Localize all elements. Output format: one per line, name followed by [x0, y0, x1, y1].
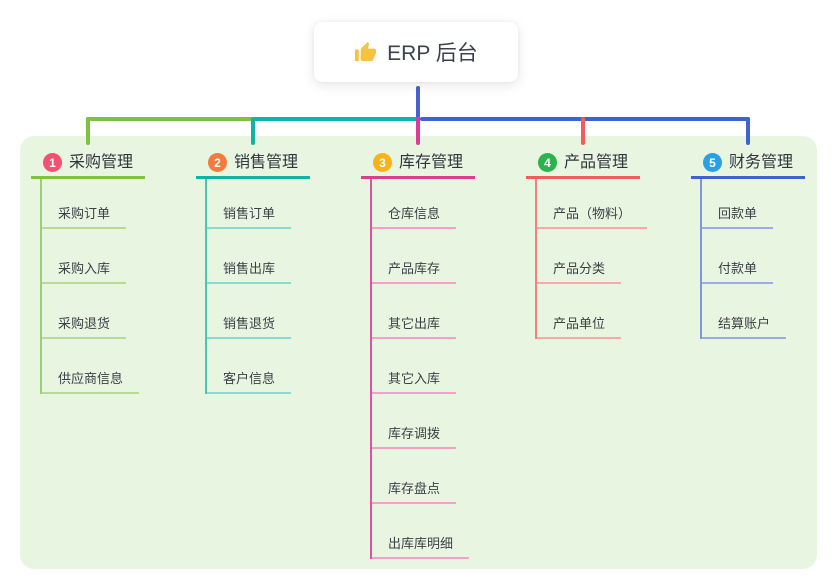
child-node-row: 结算账户 — [702, 284, 805, 339]
child-node-row: 出库库明细 — [372, 504, 475, 559]
child-node-row: 采购退货 — [42, 284, 145, 339]
child-node[interactable]: 其它出库 — [372, 317, 457, 339]
child-node[interactable]: 其它入库 — [372, 372, 457, 394]
branch-node[interactable]: 5 财务管理 — [691, 136, 805, 179]
child-node[interactable]: 回款单 — [702, 207, 774, 229]
child-node[interactable]: 结算账户 — [702, 317, 787, 339]
branch-node[interactable]: 3 库存管理 — [361, 136, 475, 179]
branch-node[interactable]: 2 销售管理 — [196, 136, 310, 179]
child-node[interactable]: 客户信息 — [207, 372, 292, 394]
branch-column: 4 产品管理 产品（物料） 产品分类 产品单位 — [526, 136, 648, 339]
branch-drop-line — [581, 117, 585, 145]
branch-number-badge: 5 — [702, 153, 722, 172]
branch-column: 5 财务管理 回款单 付款单 结算账户 — [691, 136, 805, 339]
child-node-row: 供应商信息 — [42, 339, 145, 394]
child-node-row: 回款单 — [702, 179, 805, 229]
child-node[interactable]: 产品单位 — [537, 317, 622, 339]
child-node-row: 付款单 — [702, 229, 805, 284]
child-node-row: 其它入库 — [372, 339, 475, 394]
child-node[interactable]: 产品分类 — [537, 262, 622, 284]
thumbs-up-icon — [354, 41, 377, 64]
trunk-left-line — [86, 117, 253, 121]
branch-children: 回款单 付款单 结算账户 — [700, 179, 805, 339]
branch-label: 采购管理 — [68, 154, 133, 171]
root-stem-line — [416, 86, 420, 121]
child-node[interactable]: 库存调拨 — [372, 427, 457, 449]
child-node[interactable]: 采购退货 — [42, 317, 127, 339]
child-node[interactable]: 销售出库 — [207, 262, 292, 284]
child-node-row: 销售退货 — [207, 284, 310, 339]
branch-label: 销售管理 — [233, 154, 298, 171]
child-node-row: 产品分类 — [537, 229, 640, 284]
child-node[interactable]: 出库库明细 — [372, 537, 470, 559]
child-node[interactable]: 销售订单 — [207, 207, 292, 229]
child-node-row: 其它出库 — [372, 284, 475, 339]
branch-label: 库存管理 — [398, 154, 463, 171]
branch-children: 仓库信息 产品库存 其它出库 其它入库 库存调拨 库存盘点 出库库明细 — [370, 179, 475, 559]
child-node-row: 销售出库 — [207, 229, 310, 284]
branch-column: 1 采购管理 采购订单 采购入库 采购退货 供应商信息 — [31, 136, 145, 394]
child-node-row: 产品（物料） — [537, 179, 648, 229]
branch-drop-line — [86, 117, 90, 145]
trunk-mid-line — [253, 117, 418, 121]
child-node-row: 销售订单 — [207, 179, 310, 229]
child-node-row: 库存盘点 — [372, 449, 475, 504]
child-node-row: 仓库信息 — [372, 179, 475, 229]
branch-children: 采购订单 采购入库 采购退货 供应商信息 — [40, 179, 145, 394]
child-node[interactable]: 销售退货 — [207, 317, 292, 339]
branch-label: 产品管理 — [563, 154, 628, 171]
child-node-row: 产品单位 — [537, 284, 640, 339]
branch-drop-line — [416, 117, 420, 145]
branch-column: 2 销售管理 销售订单 销售出库 销售退货 客户信息 — [196, 136, 310, 394]
branch-drop-line — [746, 117, 750, 145]
child-node[interactable]: 产品库存 — [372, 262, 457, 284]
child-node-row: 产品库存 — [372, 229, 475, 284]
child-node[interactable]: 产品（物料） — [537, 207, 648, 229]
branch-number-badge: 2 — [207, 153, 227, 172]
child-node[interactable]: 库存盘点 — [372, 482, 457, 504]
branch-children: 产品（物料） 产品分类 产品单位 — [535, 179, 648, 339]
branch-number-badge: 3 — [372, 153, 392, 172]
child-node-row: 库存调拨 — [372, 394, 475, 449]
branch-children: 销售订单 销售出库 销售退货 客户信息 — [205, 179, 310, 394]
branch-column: 3 库存管理 仓库信息 产品库存 其它出库 其它入库 库存调拨 库存盘点 出库库… — [361, 136, 475, 559]
child-node[interactable]: 仓库信息 — [372, 207, 457, 229]
child-node-row: 客户信息 — [207, 339, 310, 394]
branch-number-badge: 1 — [42, 153, 62, 172]
branches-panel — [20, 136, 817, 569]
trunk-right-line — [420, 117, 750, 121]
root-node[interactable]: ERP 后台 — [314, 22, 518, 82]
child-node[interactable]: 采购订单 — [42, 207, 127, 229]
branch-number-badge: 4 — [537, 153, 557, 172]
root-title: ERP 后台 — [387, 42, 478, 65]
child-node[interactable]: 采购入库 — [42, 262, 127, 284]
child-node-row: 采购入库 — [42, 229, 145, 284]
branch-node[interactable]: 1 采购管理 — [31, 136, 145, 179]
child-node-row: 采购订单 — [42, 179, 145, 229]
branch-drop-line — [251, 117, 255, 145]
branch-node[interactable]: 4 产品管理 — [526, 136, 640, 179]
child-node[interactable]: 付款单 — [702, 262, 774, 284]
branch-label: 财务管理 — [728, 154, 793, 171]
child-node[interactable]: 供应商信息 — [42, 372, 140, 394]
